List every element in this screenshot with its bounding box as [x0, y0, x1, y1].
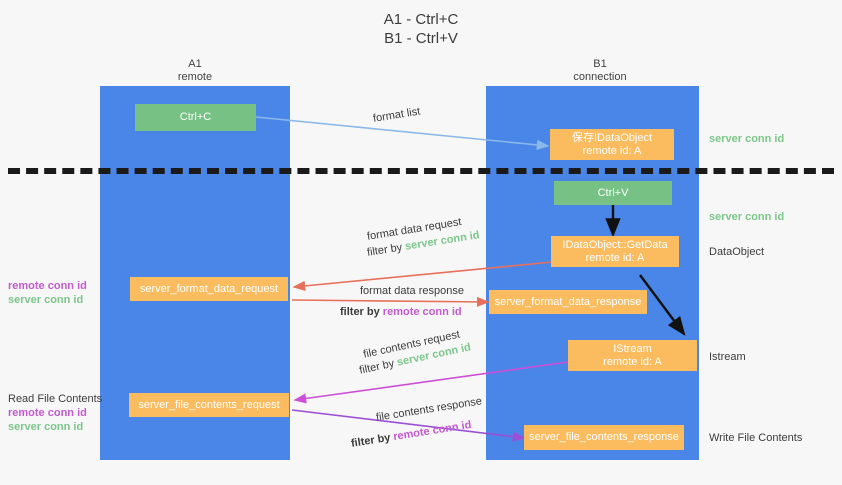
lane-a1-sub: remote: [177, 71, 213, 83]
title-line-2: B1 - Ctrl+V: [384, 30, 458, 47]
annotation-fcres-filter-value: remote conn id: [392, 418, 473, 444]
annotation-format-data-response-filter: filter by remote conn id: [340, 305, 462, 320]
box-idataobject[interactable]: 保存IDataObject remote id: A: [550, 129, 674, 160]
box-idataobject-getdata[interactable]: IDataObject::GetData remote id: A: [551, 236, 679, 267]
label-write-file-contents: Write File Contents: [709, 432, 803, 444]
box-server-file-contents-response-label: server_file_contents_response: [529, 431, 679, 443]
annotation-format-data-response: format data response: [360, 285, 464, 297]
label-remote-conn-id-top: remote conn id: [8, 280, 87, 292]
label-server-conn-id-left-top: server conn id: [8, 294, 84, 306]
box-server-file-contents-response[interactable]: server_file_contents_response: [524, 425, 684, 450]
annotation-format-list: format list: [372, 105, 422, 125]
box-server-format-data-request[interactable]: server_format_data_request: [130, 277, 288, 301]
lane-header-b1: B1 connection: [540, 58, 660, 84]
box-ctrl-c-label: Ctrl+C: [179, 111, 212, 123]
label-remote-conn-id-bottom: remote conn id: [8, 407, 87, 419]
arrow-format-data-response: [291, 296, 490, 308]
box-getdata-line2: remote id: A: [585, 251, 645, 264]
box-idataobject-line1: 保存IDataObject: [571, 131, 653, 144]
dashed-divider: [8, 168, 834, 174]
title-line-1: A1 - Ctrl+C: [383, 11, 459, 28]
box-istream-line1: IStream: [613, 342, 652, 355]
label-server-conn-id-second: server conn id: [709, 211, 785, 223]
annotation-fdres-filter-prefix: filter by: [340, 306, 383, 318]
label-istream: Istream: [709, 351, 746, 363]
label-read-file-contents-group: Read File Contents remote conn id server…: [8, 392, 102, 434]
label-conn-id-pair-top: remote conn id server conn id: [8, 279, 87, 307]
box-server-format-data-request-label: server_format_data_request: [139, 282, 279, 295]
lane-header-a1: A1 remote: [140, 58, 250, 84]
annotation-fcres-filter-prefix: filter by: [350, 431, 395, 450]
label-server-conn-id-left-bottom: server conn id: [8, 421, 84, 433]
label-server-conn-id-top: server conn id: [709, 133, 785, 145]
box-server-file-contents-request[interactable]: server_file_contents_request: [129, 393, 289, 417]
label-read-file-contents: Read File Contents: [8, 393, 103, 405]
box-server-format-data-response-label: server_format_data_response: [494, 295, 642, 308]
box-server-file-contents-request-label: server_file_contents_request: [138, 398, 280, 411]
box-getdata-line1: IDataObject::GetData: [562, 238, 668, 251]
annotation-file-contents-response-filter: filter by remote conn id: [350, 418, 472, 452]
box-istream[interactable]: IStream remote id: A: [568, 340, 697, 371]
lane-b1-sub: connection: [573, 71, 627, 83]
annotation-fdres-filter-value: remote conn id: [382, 306, 462, 318]
box-server-format-data-response[interactable]: server_format_data_response: [489, 290, 647, 314]
box-istream-line2: remote id: A: [603, 355, 662, 368]
box-ctrl-v-label: Ctrl+V: [597, 186, 629, 199]
lane-b1-name: B1: [593, 58, 607, 70]
label-dataobject: DataObject: [709, 246, 765, 258]
box-idataobject-line2: remote id: A: [582, 144, 642, 157]
box-ctrl-v[interactable]: Ctrl+V: [554, 181, 672, 205]
box-ctrl-c[interactable]: Ctrl+C: [135, 104, 256, 131]
page-title: A1 - Ctrl+C B1 - Ctrl+V: [0, 10, 842, 48]
lane-a1-name: A1: [188, 58, 202, 70]
